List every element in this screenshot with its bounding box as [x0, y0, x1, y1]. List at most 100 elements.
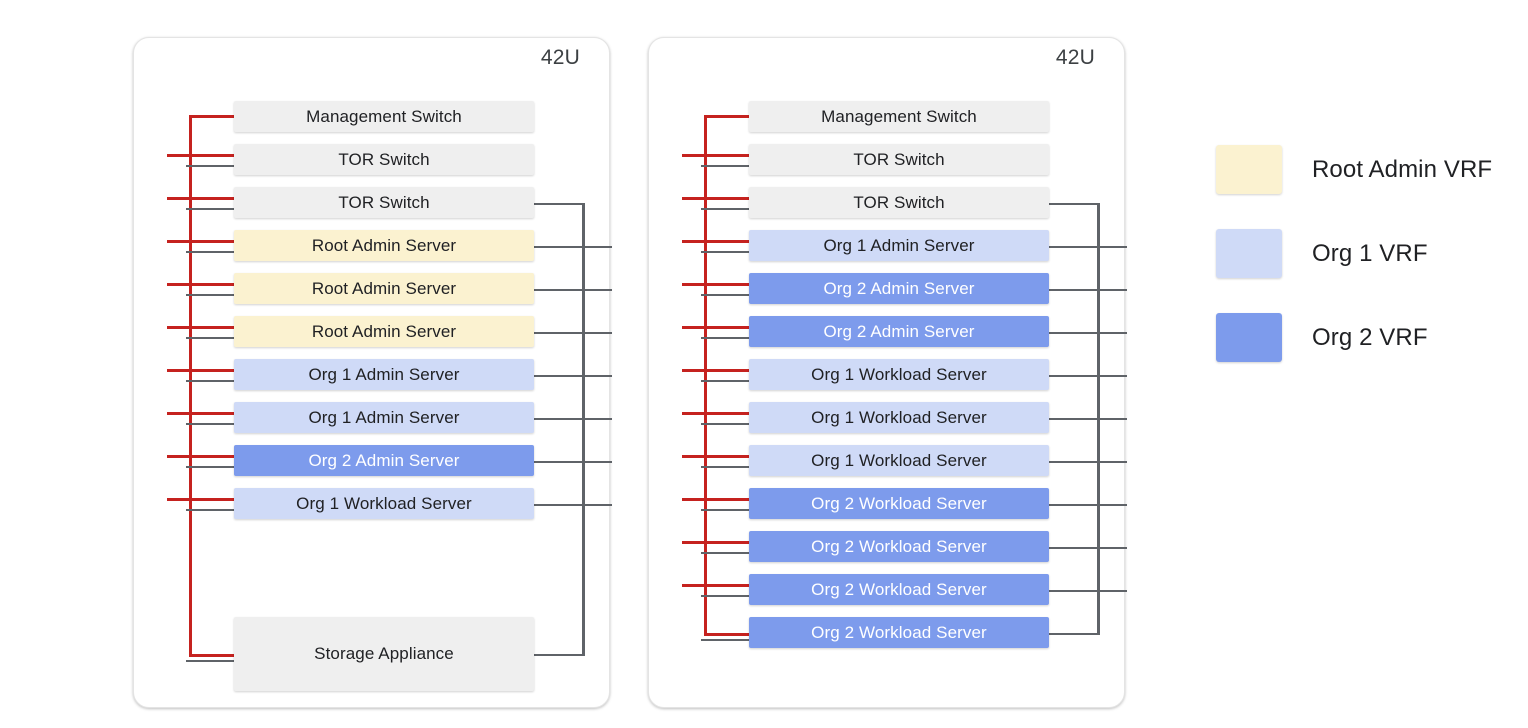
- rack-unit-2-3[interactable]: TOR Switch: [749, 187, 1049, 218]
- legend-swatch: [1216, 313, 1282, 362]
- rack-unit-label: Root Admin Server: [311, 278, 457, 298]
- network-cable-stub-right: [534, 331, 612, 334]
- network-cable-stub-right: [534, 503, 612, 506]
- power-cable-stub: [167, 240, 234, 243]
- rack-unit-label: TOR Switch: [853, 192, 945, 212]
- power-cable-stub: [682, 326, 749, 329]
- rack-unit-1-5[interactable]: Root Admin Server: [234, 273, 534, 304]
- power-cable-stub: [167, 498, 234, 501]
- legend-label: Org 2 VRF: [1312, 323, 1428, 351]
- power-cable-stub: [682, 584, 749, 587]
- rack-unit-2-9[interactable]: Org 1 Workload Server: [749, 445, 1049, 476]
- rack-unit-1-3[interactable]: TOR Switch: [234, 187, 534, 218]
- network-cable-stub-right: [1049, 245, 1127, 248]
- network-cable-stub-left: [186, 423, 234, 425]
- power-cable-stub: [682, 498, 749, 501]
- network-cable-stub-left: [186, 466, 234, 468]
- rack-unit-1-4[interactable]: Root Admin Server: [234, 230, 534, 261]
- power-cable-stub: [682, 369, 749, 372]
- power-cable-stub: [189, 115, 234, 118]
- rack-unit-2-13[interactable]: Org 2 Workload Server: [749, 617, 1049, 648]
- legend-label: Root Admin VRF: [1312, 155, 1493, 183]
- network-cable-stub-right: [1049, 503, 1127, 506]
- power-cable-stub: [682, 412, 749, 415]
- rack-unit-1-2[interactable]: TOR Switch: [234, 144, 534, 175]
- network-cable-stub-right: [1049, 632, 1100, 635]
- network-cable-stub-right: [1049, 460, 1127, 463]
- rack-unit-2-7[interactable]: Org 1 Workload Server: [749, 359, 1049, 390]
- power-cable-stub: [682, 283, 749, 286]
- network-cable-stub-left: [186, 337, 234, 339]
- rack-unit-label: Org 1 Workload Server: [811, 407, 987, 427]
- rack-unit-label: Org 2 Workload Server: [811, 536, 987, 556]
- power-cable-stub: [167, 326, 234, 329]
- network-cable-stub-right: [1049, 546, 1127, 549]
- power-bus-vertical: [704, 115, 707, 635]
- power-cable-stub: [167, 154, 234, 157]
- network-cable-stub-left: [701, 165, 749, 167]
- network-cable-stub-right: [1049, 202, 1100, 205]
- legend-swatch: [1216, 145, 1282, 194]
- rack-unit-1-9[interactable]: Org 2 Admin Server: [234, 445, 534, 476]
- rack-capacity-label: 42U: [540, 46, 580, 69]
- rack-unit-2-12[interactable]: Org 2 Workload Server: [749, 574, 1049, 605]
- rack-unit-1-1[interactable]: Management Switch: [234, 101, 534, 132]
- rack-unit-1-10[interactable]: Org 1 Workload Server: [234, 488, 534, 519]
- network-cable-stub-right: [1049, 374, 1127, 377]
- power-cable-stub: [682, 154, 749, 157]
- rack-unit-label: TOR Switch: [853, 149, 945, 169]
- network-cable-stub-right: [534, 417, 612, 420]
- network-cable-stub-right: [534, 374, 612, 377]
- rack-unit-label: Org 2 Workload Server: [811, 579, 987, 599]
- network-cable-stub-left: [701, 380, 749, 382]
- rack-unit-2-2[interactable]: TOR Switch: [749, 144, 1049, 175]
- network-cable-stub-left: [186, 251, 234, 253]
- network-cable-stub-right: [534, 202, 585, 205]
- network-cable-stub-left: [701, 638, 749, 641]
- rack-unit-label: Org 2 Workload Server: [811, 493, 987, 513]
- rack-unit-label: TOR Switch: [338, 149, 430, 169]
- power-cable-stub: [167, 412, 234, 415]
- rack-unit-label: Org 1 Admin Server: [823, 235, 975, 255]
- rack-unit-label: Org 1 Workload Server: [296, 493, 472, 513]
- rack-unit-2-8[interactable]: Org 1 Workload Server: [749, 402, 1049, 433]
- rack-unit-label: Org 1 Workload Server: [811, 450, 987, 470]
- rack-unit-1-6[interactable]: Root Admin Server: [234, 316, 534, 347]
- network-cable-stub-left: [186, 294, 234, 296]
- network-cable-stub-left: [186, 208, 234, 210]
- network-cable-stub-right: [534, 245, 612, 248]
- rack-unit-2-4[interactable]: Org 1 Admin Server: [749, 230, 1049, 261]
- rack-unit-2-5[interactable]: Org 2 Admin Server: [749, 273, 1049, 304]
- rack-unit-2-10[interactable]: Org 2 Workload Server: [749, 488, 1049, 519]
- power-cable-stub: [189, 654, 234, 657]
- rack-unit-label: Org 2 Admin Server: [823, 321, 975, 341]
- power-cable-stub: [682, 240, 749, 243]
- rack-capacity-label: 42U: [1055, 46, 1095, 69]
- rack-unit-2-11[interactable]: Org 2 Workload Server: [749, 531, 1049, 562]
- rack-unit-label: Org 2 Workload Server: [811, 622, 987, 642]
- rack-unit-label: Org 2 Admin Server: [308, 450, 460, 470]
- rack-unit-2-1[interactable]: Management Switch: [749, 101, 1049, 132]
- rack-unit-label: Org 1 Admin Server: [308, 364, 460, 384]
- rack-unit-label: Org 1 Workload Server: [811, 364, 987, 384]
- network-cable-stub-right: [1049, 331, 1127, 334]
- network-cable-stub-left: [701, 294, 749, 296]
- rack-unit-1-7[interactable]: Org 1 Admin Server: [234, 359, 534, 390]
- network-cable-stub-left: [701, 552, 749, 554]
- network-cable-stub-right: [1049, 417, 1127, 420]
- network-cable-stub-left: [186, 165, 234, 167]
- network-cable-stub-left: [186, 509, 234, 511]
- rack-unit-1-8[interactable]: Org 1 Admin Server: [234, 402, 534, 433]
- rack-unit-1-11[interactable]: Storage Appliance: [234, 617, 534, 691]
- legend-label: Org 1 VRF: [1312, 239, 1428, 267]
- rack-unit-label: TOR Switch: [338, 192, 430, 212]
- network-cable-stub-left: [701, 423, 749, 425]
- network-cable-stub-left: [701, 337, 749, 339]
- rack-unit-label: Root Admin Server: [311, 321, 457, 341]
- rack-unit-label: Management Switch: [821, 106, 977, 126]
- power-cable-stub: [704, 632, 749, 636]
- legend-item-3: Org 2 VRF: [1216, 313, 1428, 362]
- rack-unit-2-6[interactable]: Org 2 Admin Server: [749, 316, 1049, 347]
- power-cable-stub: [167, 283, 234, 286]
